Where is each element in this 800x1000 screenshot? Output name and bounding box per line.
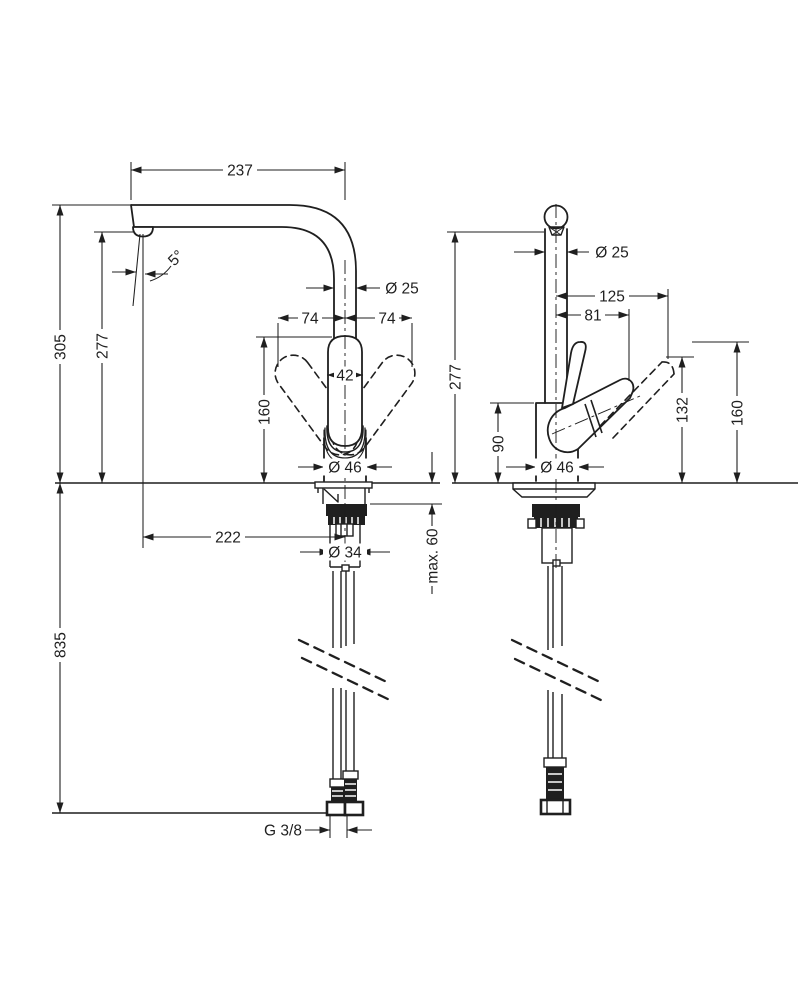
dim-body-height: 90 (489, 402, 534, 483)
lever-axis-centerline (551, 395, 641, 435)
lever-handle-side (546, 341, 641, 453)
break-line (510, 638, 602, 684)
dim-height-total: 305 (51, 204, 130, 483)
dim-handle-height-side: 160 (692, 341, 749, 483)
dim-label: max. 60 (425, 528, 442, 584)
dim-label: 277 (448, 364, 465, 390)
rubber-gasket (326, 504, 367, 516)
dim-label: 90 (491, 435, 508, 453)
dim-label: 132 (675, 397, 692, 423)
front-view: 5° (52, 204, 440, 817)
dim-label: G 3/8 (264, 823, 302, 840)
dim-label: Ø 46 (328, 460, 362, 477)
escutcheon-flange-side (512, 482, 596, 498)
dim-label: 74 (301, 311, 319, 328)
mounting-set-front (314, 481, 373, 572)
dim-label: 237 (227, 163, 253, 180)
dim-label: 835 (53, 632, 70, 658)
dim-label: Ø 25 (595, 245, 629, 262)
dim-body-diameter: Ø 46 (298, 458, 392, 477)
angle-label: 5° (165, 247, 188, 270)
dim-handle-swing: 74 74 (277, 309, 413, 367)
side-view (452, 204, 798, 816)
handle-top-finger (561, 341, 587, 409)
mounting-set-side (512, 482, 596, 567)
dim-label: 305 (53, 334, 70, 360)
dim-thread-size: G 3/8 (264, 816, 372, 840)
dim-label: 277 (95, 333, 112, 359)
dim-body-diameter-side: Ø 46 (506, 458, 604, 477)
break-line (300, 656, 396, 704)
dim-outlet-height-side: 277 (446, 231, 544, 483)
lever-ghost-raised (599, 361, 675, 439)
retaining-clip (323, 488, 339, 503)
spout-arm (130, 204, 357, 340)
dim-label: 160 (730, 400, 747, 426)
spray-angle-detail: 5° (112, 233, 188, 548)
dim-hose-length: 835 (51, 483, 70, 813)
supply-hose-side (510, 566, 605, 816)
dim-shank-diameter: Ø 34 (300, 543, 390, 562)
dim-max-counter-thickness: max. 60 (370, 452, 442, 594)
dim-label: 74 (378, 311, 396, 328)
threaded-shank-side (541, 527, 573, 564)
dim-spout-diameter: Ø 25 (306, 281, 419, 298)
hose-clamp (335, 523, 354, 537)
dim-spout-diameter-side: Ø 25 (514, 245, 629, 262)
dim-spout-reach: 237 (130, 161, 346, 200)
dim-depth-front: 81 (556, 306, 630, 381)
break-line (513, 657, 605, 703)
hose-connector (325, 778, 347, 817)
supply-hoses-front (52, 571, 396, 817)
dim-label: 160 (257, 399, 274, 425)
hose-connector (539, 757, 572, 816)
dim-outlet-height: 277 (93, 231, 134, 483)
dim-label: 81 (584, 308, 601, 325)
dim-label: Ø 46 (540, 460, 574, 477)
dim-handle-width: 42 (327, 366, 363, 385)
dim-handle-height: 160 (255, 336, 332, 483)
dim-depth-total: 125 (556, 287, 669, 359)
side-dimensions: 277 Ø 25 125 81 90 (446, 231, 749, 483)
dim-label: Ø 34 (328, 545, 362, 562)
dim-label: Ø 25 (385, 281, 419, 298)
dim-label: 222 (215, 530, 241, 547)
dim-lever-tip-height: 132 (666, 356, 694, 483)
escutcheon-flange (314, 481, 373, 489)
dim-outlet-to-center: 222 (143, 528, 345, 547)
dim-label: 125 (599, 289, 625, 306)
front-dimensions: 237 305 277 835 (51, 161, 442, 840)
hose-connector (342, 770, 365, 817)
break-line (297, 638, 393, 686)
dim-label: 42 (336, 368, 353, 385)
